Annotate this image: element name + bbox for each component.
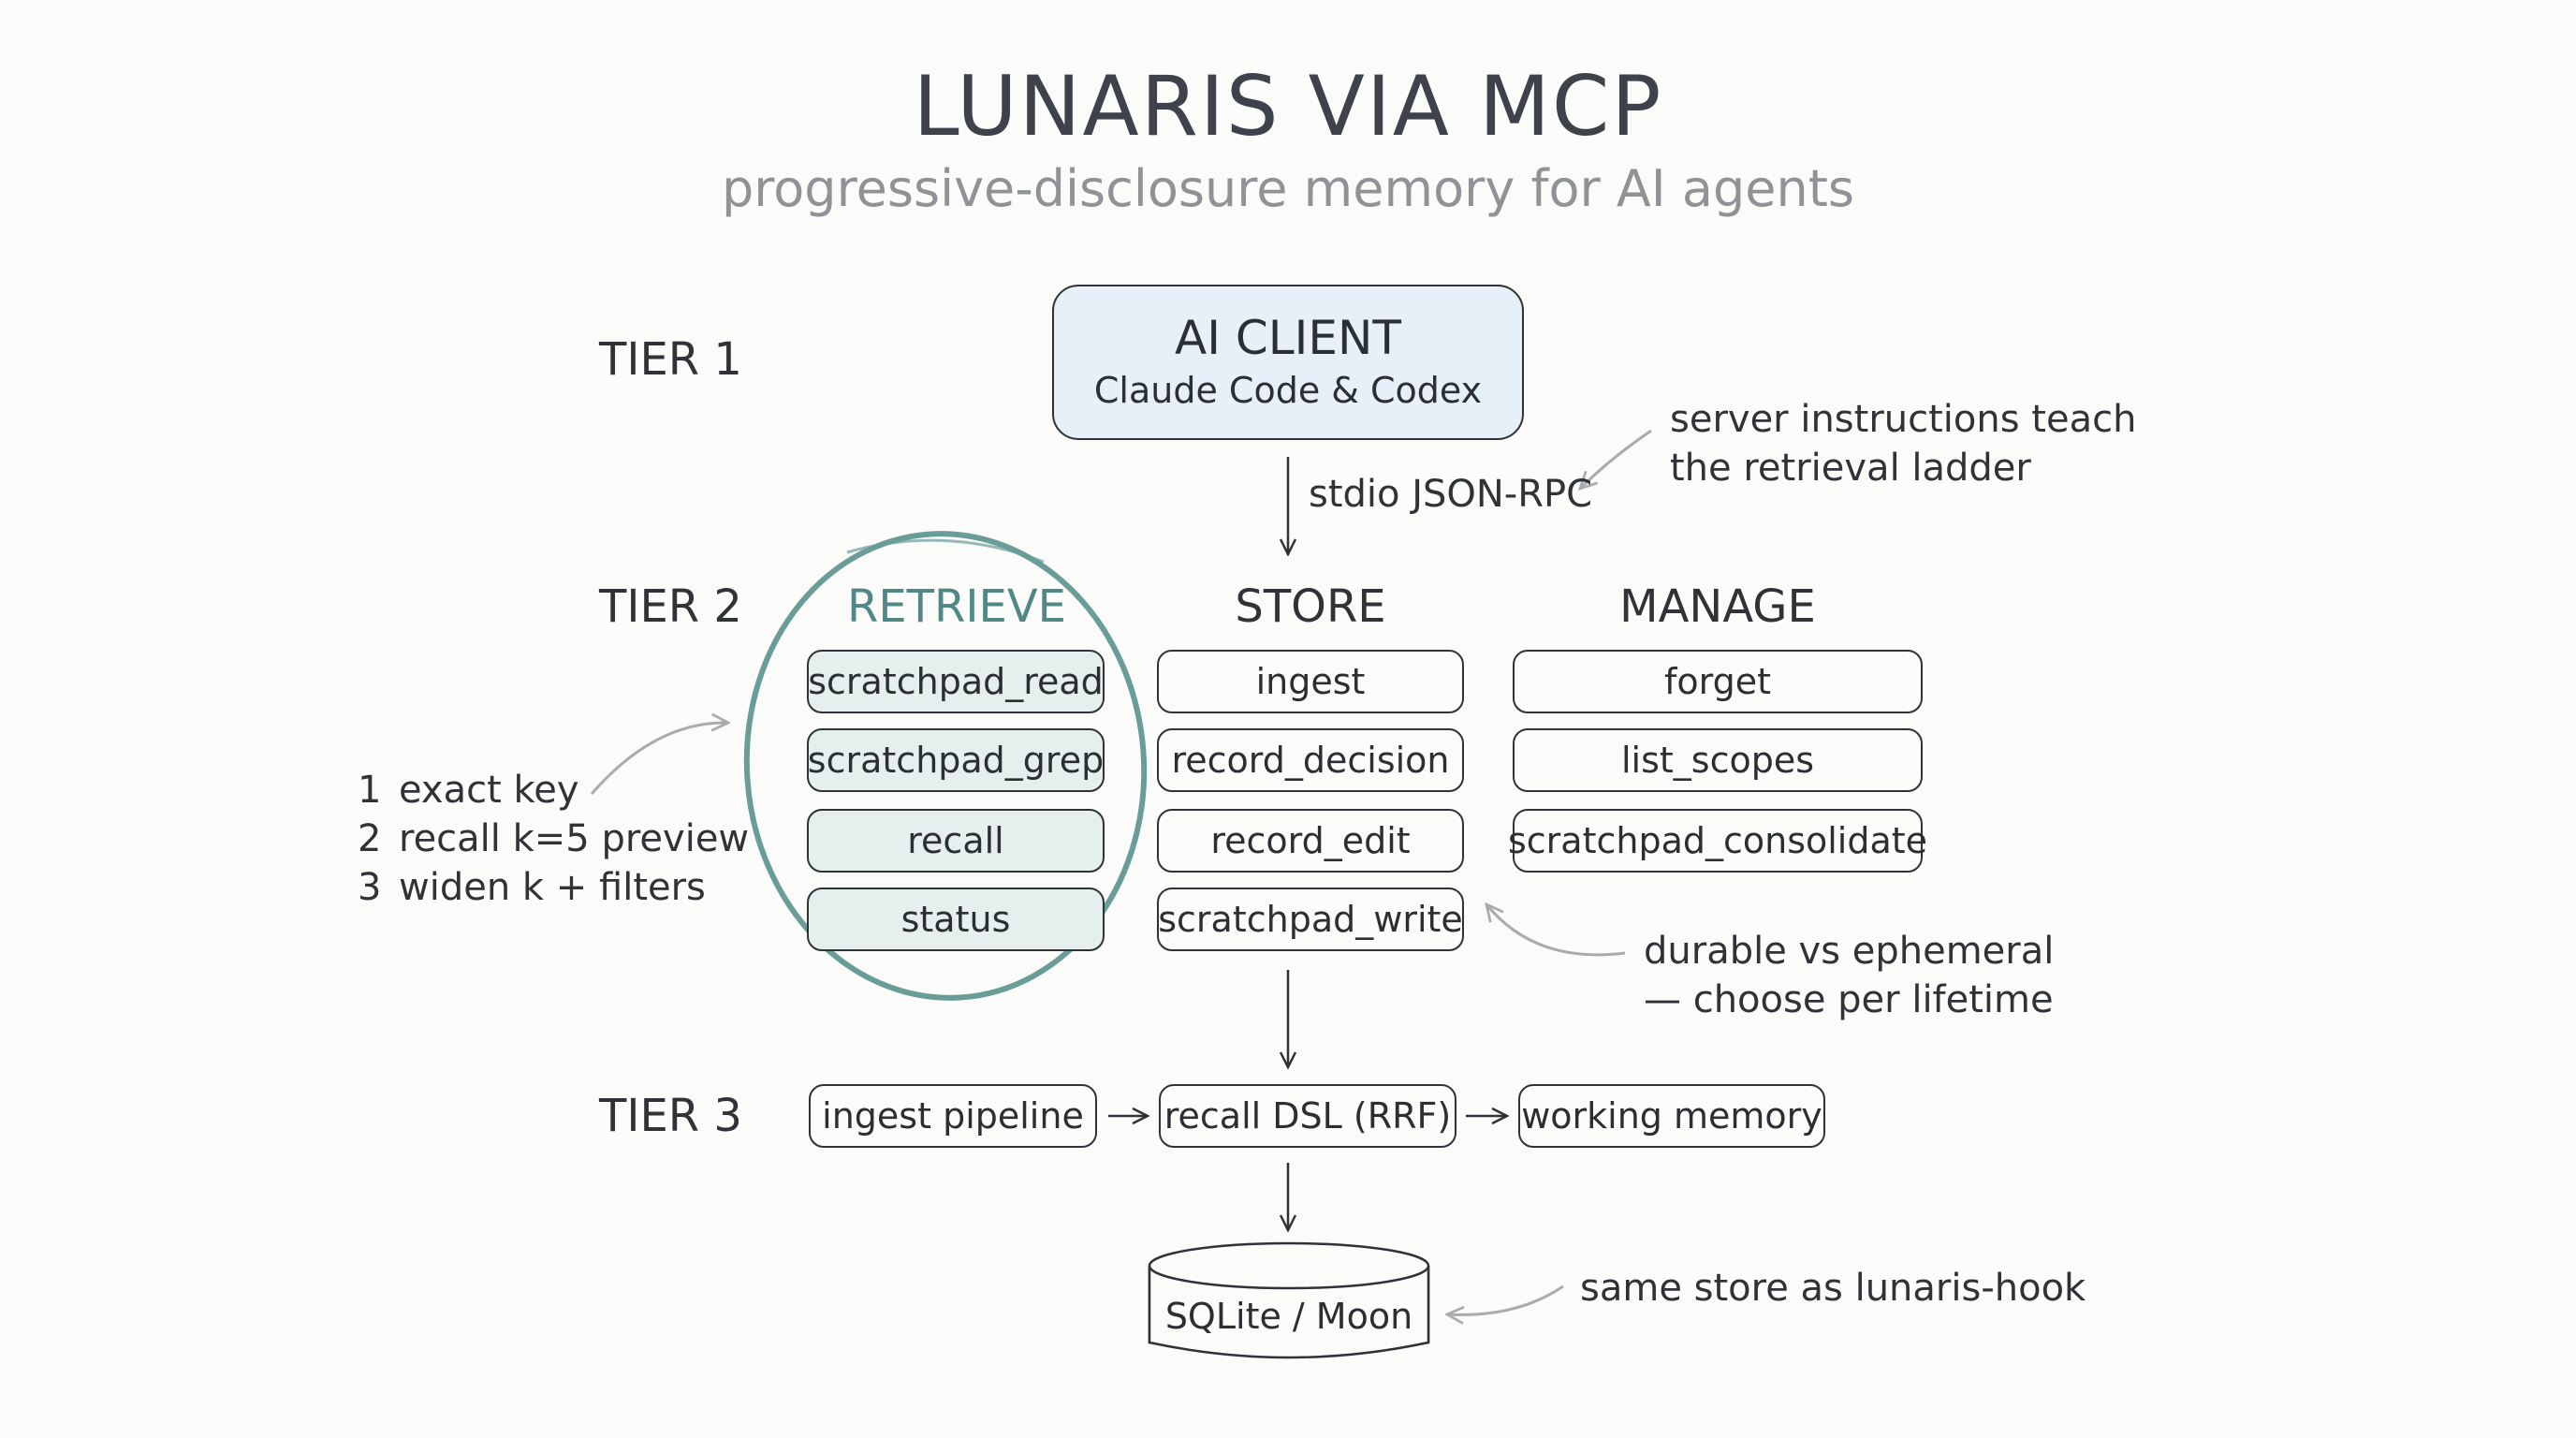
instructions-note: server instructions teach the retrieval … [1670, 395, 2136, 492]
tool-forget: forget [1513, 650, 1923, 713]
tool-list-scopes: list_scopes [1513, 728, 1923, 792]
store-heading: STORE [1235, 580, 1386, 633]
pipeline-recall-dsl: recall DSL (RRF) [1159, 1084, 1456, 1148]
retrieve-highlight-ring [743, 531, 1148, 1001]
lifetime-note-line: — choose per lifetime [1644, 978, 2054, 1021]
annotation-arrow-ladder [590, 723, 728, 795]
diagram-subtitle: progressive-disclosure memory for AI age… [721, 159, 1855, 218]
lifetime-note: durable vs ephemeral — choose per lifeti… [1644, 927, 2054, 1024]
ladder-step: 3 widen k + filters [358, 863, 749, 912]
ladder-step: 2 recall k=5 preview [358, 814, 749, 863]
instructions-note-line: server instructions teach [1670, 398, 2137, 441]
storage-cylinder [1148, 1241, 1430, 1359]
annotation-arrow-instructions [1580, 429, 1652, 489]
storage-label: SQLite / Moon [1164, 1296, 1413, 1337]
ladder-step-text: widen k + filters [399, 866, 706, 909]
pipeline-ingest: ingest pipeline [809, 1084, 1097, 1148]
diagram-title: LUNARIS VIA MCP [913, 58, 1663, 154]
ladder-step-number: 3 [358, 866, 382, 909]
retrieval-ladder: 1 exact key 2 recall k=5 preview 3 widen k … [358, 766, 749, 912]
tool-status: status [807, 888, 1105, 951]
lifetime-note-line: durable vs ephemeral [1644, 930, 2055, 973]
ai-client-box: AI CLIENT Claude Code & Codex [1052, 285, 1524, 440]
pipeline-working-memory: working memory [1518, 1084, 1825, 1148]
tier-3-label: TIER 3 [599, 1090, 742, 1142]
transport-label: stdio JSON-RPC [1309, 473, 1593, 516]
ladder-step-number: 2 [358, 817, 382, 860]
tier-1-label: TIER 1 [599, 333, 742, 386]
ladder-step-text: recall k=5 preview [399, 817, 750, 860]
annotation-arrow-lifetime [1486, 904, 1626, 957]
retrieve-heading: RETRIEVE [847, 580, 1066, 633]
instructions-note-line: the retrieval ladder [1670, 447, 2031, 490]
manage-heading: MANAGE [1619, 580, 1816, 633]
annotation-arrow-storage [1447, 1284, 1564, 1314]
tool-scratchpad-grep: scratchpad_grep [807, 728, 1105, 792]
ai-client-subtitle: Claude Code & Codex [1093, 370, 1483, 411]
tool-record-decision: record_decision [1157, 728, 1464, 792]
tool-recall: recall [807, 809, 1105, 873]
tool-record-edit: record_edit [1157, 809, 1464, 873]
ai-client-title: AI CLIENT [1175, 311, 1401, 365]
tool-scratchpad-consolidate: scratchpad_consolidate [1508, 809, 1927, 873]
ladder-step: 1 exact key [358, 766, 749, 814]
tier-2-label: TIER 2 [599, 580, 742, 633]
tool-scratchpad-read: scratchpad_read [807, 650, 1105, 713]
tool-scratchpad-write: scratchpad_write [1157, 888, 1464, 951]
storage-note: same store as lunaris-hook [1580, 1267, 2086, 1310]
tool-ingest: ingest [1157, 650, 1464, 713]
ladder-step-text: exact key [399, 769, 579, 812]
ladder-step-number: 1 [358, 769, 382, 812]
